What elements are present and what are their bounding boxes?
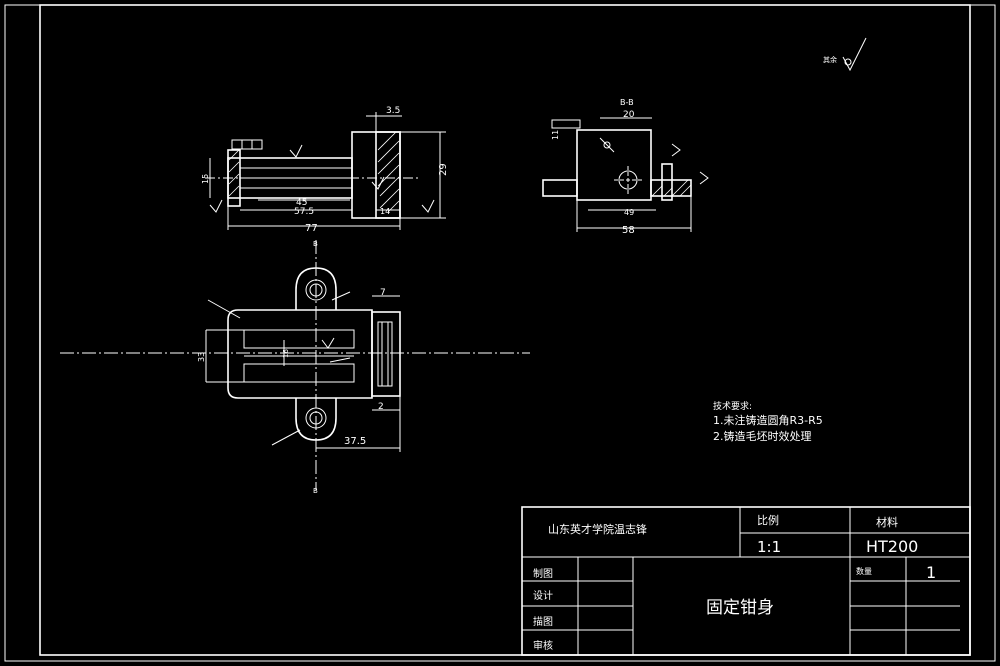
material-label: 材料 bbox=[876, 515, 898, 529]
row-draw-label: 制图 bbox=[533, 567, 553, 580]
dim-29: 29 bbox=[438, 163, 449, 176]
roughness-symbol-icon bbox=[842, 37, 867, 72]
row-trace-label: 描图 bbox=[533, 615, 553, 628]
dim-7: 7 bbox=[380, 288, 386, 298]
dim-37-5: 37.5 bbox=[344, 436, 366, 447]
dim-20: 20 bbox=[623, 110, 635, 120]
axis-label-top: B bbox=[313, 240, 318, 248]
title-block bbox=[521, 506, 971, 656]
school-name: 山东英才学院温志锋 bbox=[548, 522, 647, 536]
plan-view bbox=[60, 240, 530, 490]
outer-border bbox=[4, 4, 996, 662]
tech-req-line2: 2.铸造毛坯时效处理 bbox=[713, 429, 812, 443]
part-name: 固定钳身 bbox=[706, 598, 774, 618]
dim-57-5: 57.5 bbox=[294, 207, 314, 217]
material-value: HT200 bbox=[866, 537, 918, 556]
dim-58: 58 bbox=[622, 225, 635, 236]
roughness-note: 其余 bbox=[823, 55, 837, 64]
quantity-value: 1 bbox=[926, 563, 936, 582]
scale-label: 比例 bbox=[757, 513, 779, 527]
dim-15: 15 bbox=[201, 174, 210, 184]
section-view-bb bbox=[542, 117, 709, 232]
tech-req-title: 技术要求: bbox=[713, 400, 752, 412]
dim-2: 2 bbox=[378, 402, 384, 412]
dim-49: 49 bbox=[624, 208, 634, 217]
dim-14: 14 bbox=[380, 207, 390, 216]
row-design-label: 设计 bbox=[533, 589, 553, 602]
row-check-label: 审核 bbox=[533, 639, 553, 652]
dim-3-5: 3.5 bbox=[386, 106, 400, 116]
inner-frame bbox=[39, 4, 971, 656]
dim-16: 16 bbox=[282, 349, 290, 358]
axis-label-bottom: B bbox=[313, 487, 318, 495]
scale-value: 1:1 bbox=[757, 538, 781, 556]
quantity-label: 数量 bbox=[856, 566, 872, 576]
section-label: B-B bbox=[620, 98, 634, 107]
dim-33: 33 bbox=[197, 352, 206, 362]
tech-req-line1: 1.未注铸造圆角R3-R5 bbox=[713, 413, 823, 427]
dim-45: 45 bbox=[296, 198, 307, 208]
front-view bbox=[205, 112, 446, 230]
dim-11: 11 bbox=[551, 130, 560, 140]
dim-77: 77 bbox=[305, 223, 318, 234]
